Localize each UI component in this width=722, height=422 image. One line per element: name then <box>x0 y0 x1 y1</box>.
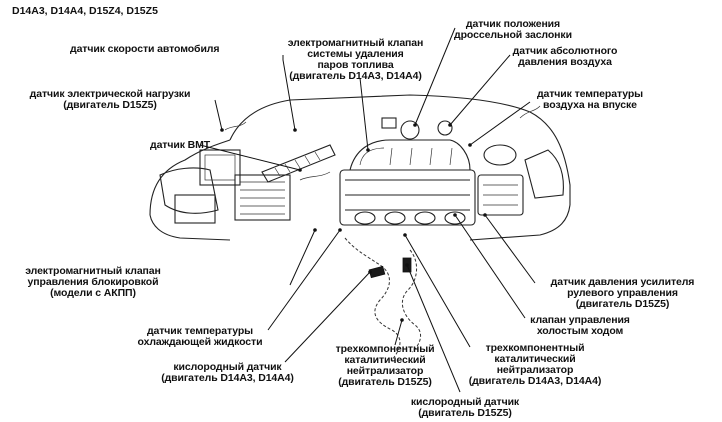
label-vehicle-speed-sensor: датчик скорости автомобиля <box>70 43 220 55</box>
label-catalytic-converter-d15z5: трехкомпонентный каталитический нейтрали… <box>335 343 435 388</box>
label-throttle-position-sensor: датчик положения дроссельной заслонки <box>454 18 572 41</box>
label-tdc-sensor: датчик ВМТ <box>150 139 211 151</box>
label-coolant-temp-sensor: датчик температуры охлаждающей жидкости <box>137 325 263 348</box>
label-catalytic-converter-d14: трехкомпонентный каталитический нейтрали… <box>468 342 602 387</box>
label-evap-purge-valve: электромагнитный клапан системы удаления… <box>287 37 424 82</box>
label-lockup-solenoid: электромагнитный клапан управления блоки… <box>25 265 161 299</box>
engine-model-title: D14A3, D14A4, D15Z4, D15Z5 <box>12 5 158 17</box>
label-electrical-load-sensor: датчик электрической нагрузки (двигатель… <box>29 88 191 111</box>
label-oxygen-sensor-d14: кислородный датчик (двигатель D14A3, D14… <box>161 361 294 384</box>
label-idle-air-control-valve: клапан управления холостым ходом <box>530 314 630 337</box>
label-intake-air-temp-sensor: датчик температуры воздуха на впуске <box>536 88 644 111</box>
label-oxygen-sensor-d15z5: кислородный датчик (двигатель D15Z5) <box>410 396 520 419</box>
label-ps-pressure-sensor: датчик давления усилителя рулевого управ… <box>550 276 695 310</box>
label-map-sensor: датчик абсолютного давления воздуха <box>512 45 618 68</box>
